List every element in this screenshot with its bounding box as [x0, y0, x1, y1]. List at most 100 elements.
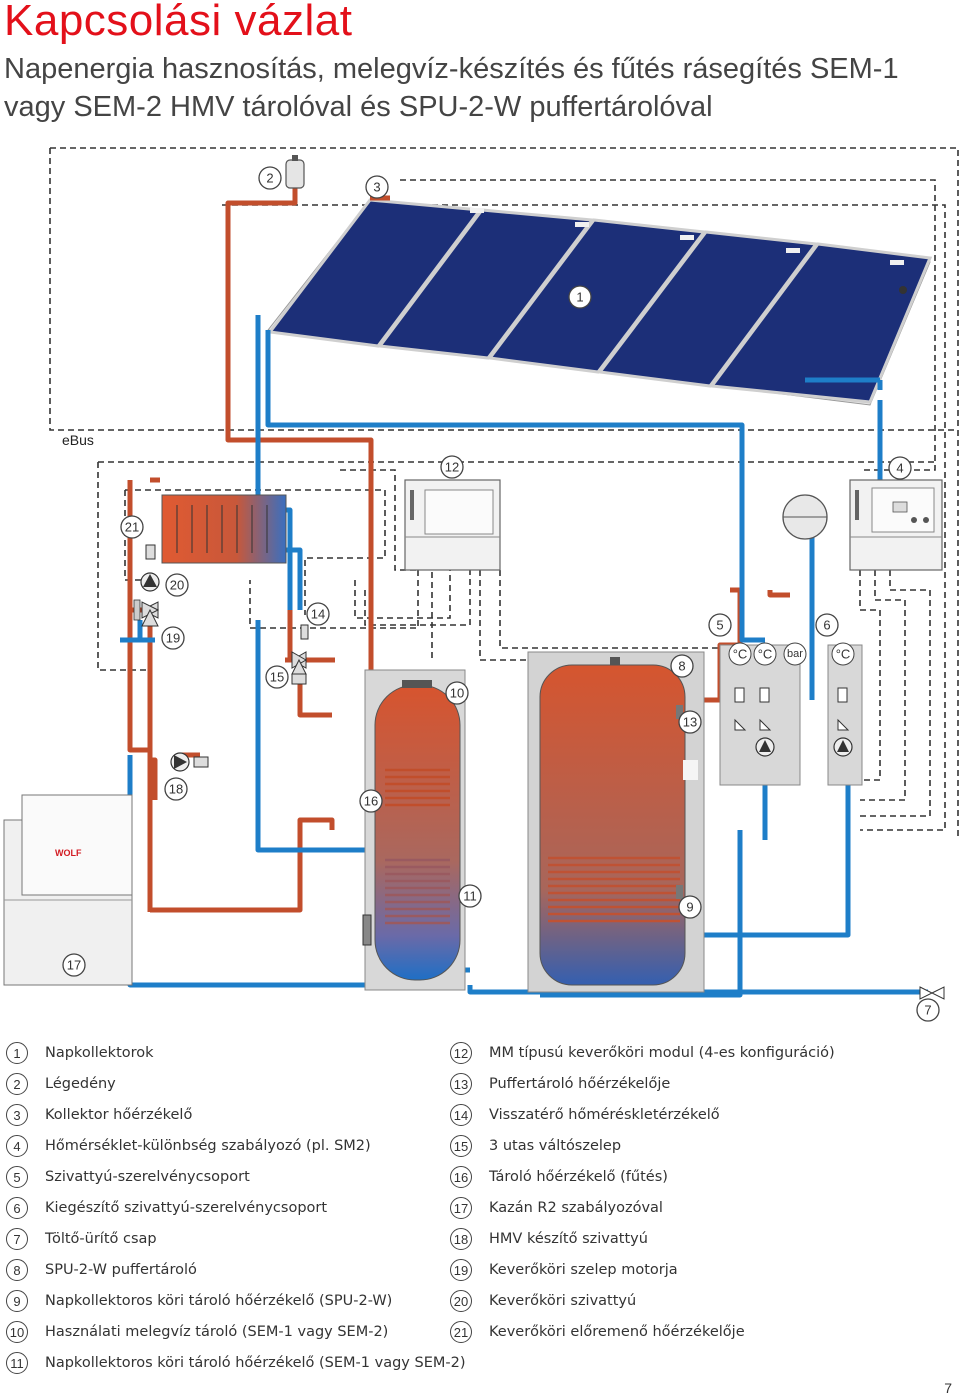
legend-text: Napkollektoros köri tároló hőérzékelő (S…	[45, 1355, 466, 1371]
tag-7: 7	[916, 998, 940, 1022]
boiler-logo: WOLF	[55, 848, 82, 858]
tag-18: 18	[164, 777, 188, 801]
legend-item: 6 Kiegészítő szivattyú-szerelvénycsoport	[6, 1193, 327, 1223]
tag-8: 8	[670, 654, 694, 678]
legend-item: 9 Napkollektoros köri tároló hőérzékelő (…	[6, 1286, 392, 1316]
mixing-pump-20	[140, 572, 160, 592]
legend-text: Keverőköri szivattyú	[489, 1293, 637, 1309]
tag-15: 15	[265, 665, 289, 689]
svg-text:8: 8	[678, 659, 685, 674]
pump-group-6: °C	[827, 642, 863, 786]
svg-text:19: 19	[166, 631, 180, 646]
legend-text: MM típusú keverőköri modul (4-es konfigu…	[489, 1045, 835, 1061]
expansion-vessel	[782, 494, 828, 540]
legend-item: 17 Kazán R2 szabályozóval	[450, 1193, 663, 1223]
svg-text:1: 1	[576, 290, 583, 305]
svg-text:9: 9	[686, 900, 693, 915]
tag-5: 5	[708, 613, 732, 637]
legend-text: Napkollektoros köri tároló hőérzékelő (S…	[45, 1293, 393, 1309]
tag-19: 19	[161, 626, 185, 650]
legend-number: 2	[6, 1073, 28, 1095]
svg-text:6: 6	[823, 618, 830, 633]
svg-text:2: 2	[266, 171, 273, 186]
mixing-valve-19	[133, 599, 160, 627]
boiler-17: WOLF	[3, 794, 133, 986]
dhw-pump-18	[170, 752, 209, 772]
expansion-vessel-2	[285, 155, 305, 189]
tag-6: 6	[815, 613, 839, 637]
legend-item: 5 Szivattyú-szerelvénycsoport	[6, 1162, 250, 1192]
three-way-valve-15	[290, 651, 308, 685]
legend-text: Légedény	[45, 1076, 116, 1092]
dhw-tank-10	[362, 669, 466, 991]
legend-number: 19	[450, 1259, 472, 1281]
legend-number: 9	[6, 1290, 28, 1312]
tag-20: 20	[165, 573, 189, 597]
tag-2: 2	[258, 166, 282, 190]
legend-number: 17	[450, 1197, 472, 1219]
legend-number: 5	[6, 1166, 28, 1188]
legend-number: 16	[450, 1166, 472, 1188]
page-title: Kapcsolási vázlat	[4, 0, 353, 45]
legend-item: 20 Keverőköri szivattyú	[450, 1286, 636, 1316]
return-sensor-14	[300, 624, 309, 640]
solar-controller-4	[849, 479, 943, 571]
svg-text:18: 18	[169, 782, 183, 797]
legend-number: 11	[6, 1352, 28, 1374]
tag-10: 10	[445, 681, 469, 705]
legend-number: 18	[450, 1228, 472, 1250]
radiator	[161, 494, 287, 564]
svg-text:7: 7	[924, 1003, 931, 1018]
tag-16: 16	[359, 789, 383, 813]
page-number: 7	[944, 1380, 952, 1396]
legend-text: Hőmérséklet-különbség szabályozó (pl. SM…	[45, 1138, 371, 1154]
svg-text:12: 12	[445, 460, 459, 475]
mixer-module-12	[404, 479, 501, 571]
tag-14: 14	[306, 602, 330, 626]
pump-group-5: °C °C bar	[719, 642, 807, 786]
page-subtitle: Napenergia hasznosítás, melegvíz-készíté…	[4, 53, 899, 123]
flow-sensor-21	[145, 544, 156, 560]
legend-number: 8	[6, 1259, 28, 1281]
svg-text:4: 4	[896, 461, 903, 476]
svg-text:17: 17	[67, 958, 81, 973]
legend-text: Kiegészítő szivattyú-szerelvénycsoport	[45, 1200, 328, 1216]
legend-number: 21	[450, 1321, 472, 1343]
tag-12: 12	[440, 455, 464, 479]
return-temp-gauge: °C	[758, 647, 773, 662]
legend-text: Töltő-ürítő csap	[45, 1231, 157, 1247]
tag-1: 1	[568, 285, 592, 309]
legend-text: Kollektor hőérzékelő	[45, 1107, 193, 1123]
ebus-label: eBus	[62, 432, 94, 448]
legend-text: Szivattyú-szerelvénycsoport	[45, 1169, 250, 1185]
tag-21: 21	[120, 515, 144, 539]
legend-text: Kazán R2 szabályozóval	[489, 1200, 663, 1216]
legend-number: 3	[6, 1104, 28, 1126]
legend-number: 20	[450, 1290, 472, 1312]
svg-text:10: 10	[450, 686, 464, 701]
legend-text: Visszatérő hőméréskletérzékelő	[489, 1107, 720, 1123]
drain-cock-7	[919, 986, 945, 1000]
solar-collectors	[267, 198, 933, 406]
legend-number: 15	[450, 1135, 472, 1157]
tag-9: 9	[678, 895, 702, 919]
tag-13: 13	[678, 710, 702, 734]
legend-number: 13	[450, 1073, 472, 1095]
tag-17: 17	[62, 953, 86, 977]
svg-text:21: 21	[125, 520, 139, 535]
flow-temp-gauge: °C	[733, 647, 748, 662]
legend-number: 10	[6, 1321, 28, 1343]
svg-text:3: 3	[373, 180, 380, 195]
legend-text: SPU-2-W puffertároló	[45, 1262, 197, 1278]
svg-text:11: 11	[463, 889, 477, 904]
svg-text:14: 14	[311, 607, 325, 622]
legend-number: 6	[6, 1197, 28, 1219]
svg-text:15: 15	[270, 670, 284, 685]
